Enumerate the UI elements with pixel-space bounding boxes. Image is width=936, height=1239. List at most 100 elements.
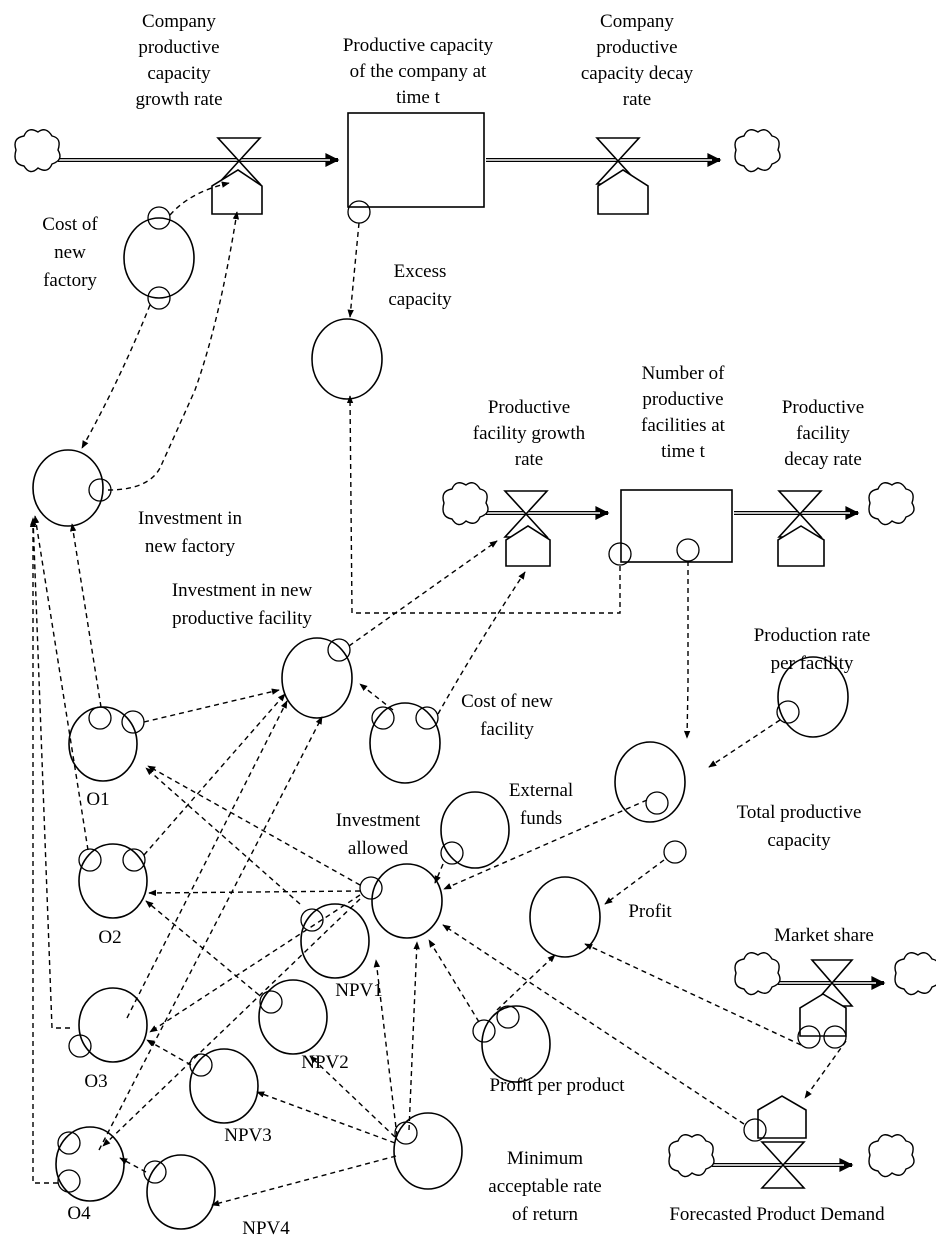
svg-text:funds: funds: [520, 808, 562, 829]
svg-text:capacity decay: capacity decay: [581, 63, 694, 84]
market-share-label: Market share: [774, 925, 874, 946]
facility-decay-valve-icon[interactable]: [777, 490, 825, 567]
svg-text:decay rate: decay rate: [784, 449, 862, 470]
profit-node[interactable]: [529, 876, 601, 958]
profit-label: Profit: [628, 901, 672, 922]
svg-text:facilities at: facilities at: [641, 415, 726, 436]
causal-links: [29, 181, 847, 1207]
npv4-node[interactable]: [146, 1154, 216, 1230]
market-share-valve-icon[interactable]: [799, 959, 854, 1037]
facility-growth-valve-icon[interactable]: [503, 490, 551, 567]
investment-allowed-label: Investment allowed: [336, 810, 421, 859]
company-decay-rate-label: Company productive capacity decay rate: [581, 11, 694, 110]
cost-new-facility-node[interactable]: [369, 702, 441, 784]
investment-new-facility-node[interactable]: [281, 637, 353, 719]
cloud-source-facility-icon: [442, 482, 489, 526]
svg-text:Excess: Excess: [394, 261, 447, 282]
svg-text:Production rate: Production rate: [754, 625, 871, 646]
total-productive-capacity-label: Total productive capacity: [737, 802, 862, 851]
svg-text:Investment in new: Investment in new: [172, 580, 313, 601]
production-rate-node[interactable]: [777, 656, 849, 738]
company-growth-valve-icon[interactable]: [211, 137, 263, 215]
external-funds-node[interactable]: [440, 791, 510, 869]
production-rate-label: Production rate per facility: [754, 625, 871, 674]
min-rate-of-return-label: Minimum acceptable rate of return: [488, 1148, 601, 1225]
npv1-node[interactable]: [300, 903, 370, 979]
o1-node[interactable]: [68, 706, 138, 782]
o4-node[interactable]: [55, 1126, 125, 1202]
total-productive-capacity-node[interactable]: [614, 741, 686, 823]
excess-capacity-label: Excess capacity: [388, 261, 452, 310]
o3-node[interactable]: [78, 987, 148, 1063]
excess-capacity-node[interactable]: [311, 318, 383, 400]
svg-text:Productive: Productive: [488, 397, 570, 418]
svg-text:rate: rate: [623, 89, 651, 110]
forecasted-demand-valve-icon[interactable]: [757, 1095, 807, 1189]
svg-text:External: External: [509, 780, 573, 801]
svg-text:facility: facility: [480, 719, 534, 740]
forecasted-demand-label: Forecasted Product Demand: [669, 1204, 885, 1225]
svg-text:Investment: Investment: [336, 810, 421, 831]
npv1-label: NPV1: [335, 980, 383, 1001]
investment-allowed-node[interactable]: [371, 863, 443, 939]
o2-node[interactable]: [78, 843, 148, 919]
o1-label: O1: [86, 789, 109, 810]
company-capacity-stock-label: Productive capacity of the company at ti…: [343, 35, 494, 108]
cost-new-factory-node[interactable]: [123, 217, 195, 299]
facilities-stock-label: Number of productive facilities at time …: [641, 363, 726, 462]
o3-label: O3: [84, 1071, 107, 1092]
svg-text:allowed: allowed: [348, 838, 409, 859]
svg-text:Cost of new: Cost of new: [461, 691, 553, 712]
company-decay-valve-icon[interactable]: [595, 137, 649, 215]
npv3-node[interactable]: [189, 1048, 259, 1124]
svg-text:growth rate: growth rate: [135, 89, 222, 110]
facility-decay-rate-label: Productive facility decay rate: [782, 397, 864, 470]
svg-text:of the company at: of the company at: [350, 61, 487, 82]
o2-label: O2: [98, 927, 121, 948]
investment-new-factory-node[interactable]: [32, 449, 104, 527]
external-funds-label: External funds: [509, 780, 573, 829]
connector-circles: [57, 200, 847, 1193]
svg-text:capacity: capacity: [147, 63, 211, 84]
profit-per-product-label: Profit per product: [489, 1075, 625, 1096]
npv2-label: NPV2: [301, 1052, 349, 1073]
svg-text:Productive capacity: Productive capacity: [343, 35, 494, 56]
profit-per-product-node[interactable]: [481, 1005, 551, 1083]
svg-text:Company: Company: [600, 11, 674, 32]
cloud-sink-demand-icon: [868, 1134, 915, 1178]
cloud-sink-facility-icon: [868, 482, 915, 526]
svg-text:Cost of: Cost of: [42, 214, 98, 235]
svg-text:facility: facility: [796, 423, 850, 444]
svg-text:factory: factory: [43, 270, 97, 291]
npv4-label: NPV4: [242, 1218, 290, 1239]
svg-text:productive: productive: [138, 37, 219, 58]
cloud-source-demand-icon: [668, 1134, 715, 1178]
svg-text:capacity: capacity: [767, 830, 831, 851]
svg-text:Investment in: Investment in: [138, 508, 242, 529]
svg-text:capacity: capacity: [388, 289, 452, 310]
svg-text:acceptable rate: acceptable rate: [488, 1176, 601, 1197]
svg-text:Company: Company: [142, 11, 216, 32]
svg-text:per facility: per facility: [771, 653, 854, 674]
facility-growth-rate-label: Productive facility growth rate: [473, 397, 586, 470]
svg-text:new: new: [54, 242, 86, 263]
cost-new-factory-label: Cost of new factory: [42, 214, 98, 291]
svg-text:of return: of return: [512, 1204, 578, 1225]
investment-new-factory-label: Investment in new factory: [138, 508, 242, 557]
svg-text:time t: time t: [661, 441, 706, 462]
svg-text:productive: productive: [642, 389, 723, 410]
investment-new-facility-label: Investment in new productive facility: [172, 580, 313, 629]
npv2-node[interactable]: [258, 979, 328, 1055]
company-capacity-stock[interactable]: [347, 112, 485, 208]
svg-text:Minimum: Minimum: [507, 1148, 583, 1169]
o4-label: O4: [67, 1203, 91, 1224]
svg-text:time t: time t: [396, 87, 441, 108]
svg-text:productive: productive: [596, 37, 677, 58]
svg-text:Total productive: Total productive: [737, 802, 862, 823]
svg-text:Number of: Number of: [642, 363, 726, 384]
npv3-label: NPV3: [224, 1125, 272, 1146]
min-rate-of-return-node[interactable]: [393, 1112, 463, 1190]
cloud-sink-company-icon: [734, 129, 781, 173]
svg-text:rate: rate: [515, 449, 543, 470]
